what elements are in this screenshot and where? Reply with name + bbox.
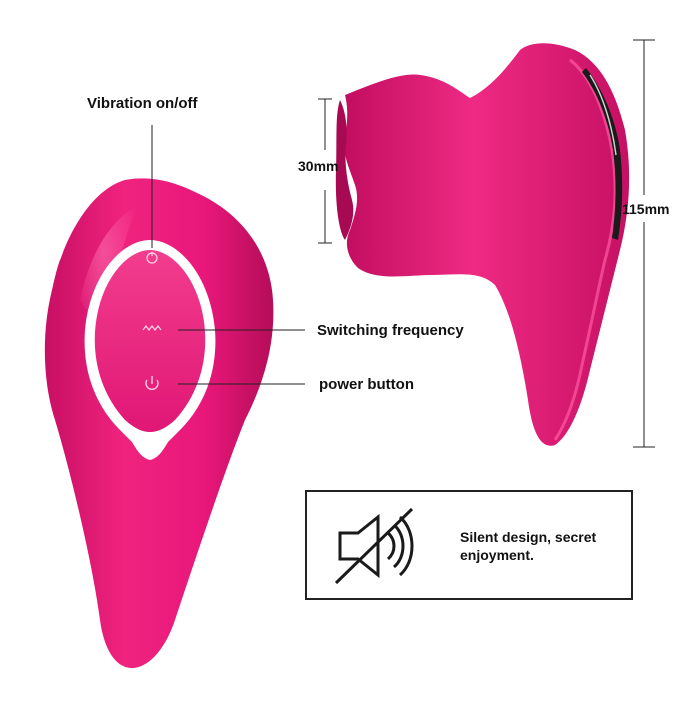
control-strip-shine	[589, 74, 617, 156]
frequency-label: Switching frequency	[317, 322, 464, 339]
vibration-label: Vibration on/off	[87, 95, 198, 112]
height-dimension-label: 115mm	[622, 201, 670, 217]
power-label: power button	[319, 376, 414, 393]
muted-speaker-icon	[334, 507, 414, 585]
power-button[interactable]	[145, 376, 159, 390]
control-panel	[94, 250, 206, 432]
frequency-button[interactable]	[142, 325, 162, 331]
side-ridge	[553, 58, 617, 441]
product-side-body	[345, 43, 630, 446]
callout-lines	[151, 125, 305, 385]
vibration-button[interactable]	[146, 252, 158, 264]
dimension-height	[633, 39, 655, 448]
product-front-view	[44, 178, 274, 668]
silent-feature-text: Silent design, secret enjoyment.	[460, 529, 597, 563]
dimension-width	[318, 98, 332, 244]
width-dimension-label: 30mm	[298, 158, 339, 174]
product-side-view	[335, 43, 630, 446]
suction-mouth	[335, 100, 354, 240]
control-strip	[582, 68, 623, 240]
silent-feature-box: Silent design, secret enjoyment.	[305, 490, 633, 600]
